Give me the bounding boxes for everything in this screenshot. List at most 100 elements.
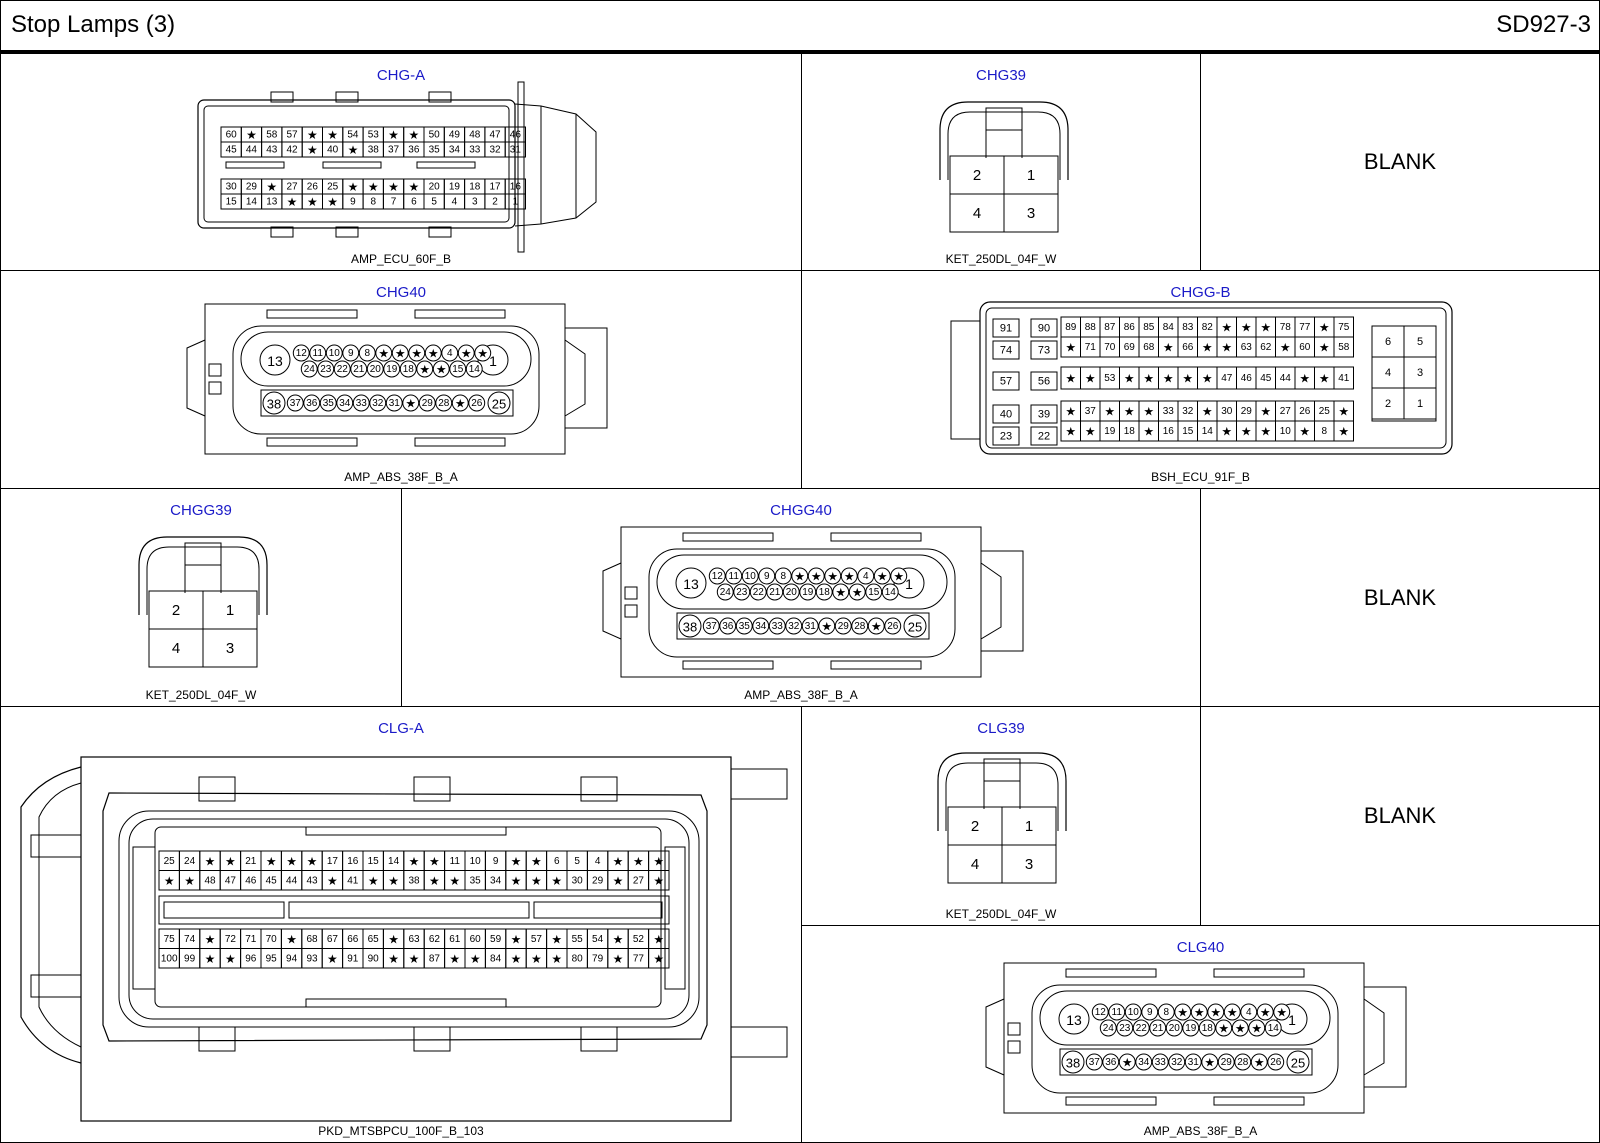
pin-circle <box>774 567 792 585</box>
pin-circle <box>1149 1019 1167 1037</box>
pin-label: ★ <box>1065 425 1076 439</box>
pin-label: 23 <box>736 587 748 598</box>
pin-circle <box>881 583 899 601</box>
pin-label: 24 <box>1103 1023 1115 1034</box>
pin-circle <box>678 614 702 638</box>
housing-outline <box>985 307 1447 449</box>
pin-circle <box>474 344 492 362</box>
pin-label: ★ <box>307 143 318 157</box>
pin-label: 26 <box>1270 1057 1282 1068</box>
housing-outline <box>198 776 236 802</box>
pin-label: ★ <box>436 363 447 377</box>
pin-label: ★ <box>811 570 822 584</box>
housing-outline <box>266 309 358 319</box>
pin-circle <box>1174 1003 1192 1021</box>
pin-circle <box>342 344 360 362</box>
pin-label: 8 <box>370 197 376 208</box>
pin-label: 25 <box>492 397 506 412</box>
pin-label: 17 <box>489 182 501 193</box>
pin-label: ★ <box>395 347 406 361</box>
pin-circle <box>719 617 737 635</box>
pin-label: 13 <box>267 353 283 369</box>
housing-outline <box>335 226 359 238</box>
housing-outline <box>682 660 774 670</box>
pin-label: 29 <box>592 875 604 886</box>
pin-label: 47 <box>489 130 501 141</box>
pin-label: 9 <box>493 856 499 867</box>
pin-label: 36 <box>722 621 734 632</box>
housing-outline <box>208 363 222 377</box>
pin-label: 8 <box>1163 1007 1169 1018</box>
housing-outline <box>20 766 82 1064</box>
pin-label: ★ <box>1194 1006 1205 1020</box>
pin-label: 20 <box>786 587 798 598</box>
pin-circle <box>375 344 393 362</box>
pin-label: 46 <box>1241 373 1253 384</box>
pin-label: 16 <box>347 856 359 867</box>
pin-label: 37 <box>290 398 302 409</box>
pin-label: 66 <box>1182 342 1194 353</box>
pin-label: ★ <box>827 570 838 584</box>
pin-label: 26 <box>307 182 319 193</box>
pin-label: 72 <box>225 934 237 945</box>
pin-circle <box>1234 1053 1252 1071</box>
housing-outline <box>146 546 260 615</box>
housing-outline <box>30 974 82 998</box>
pin-cell <box>504 141 527 158</box>
pin-label: ★ <box>225 952 236 966</box>
pin-label: 26 <box>1299 406 1311 417</box>
housing-outline <box>158 895 670 925</box>
housing-outline <box>184 542 222 566</box>
pin-label: 37 <box>1089 1057 1101 1068</box>
pin-label: 70 <box>266 934 278 945</box>
pin-label: ★ <box>531 874 542 888</box>
pin-circle <box>300 360 318 378</box>
pin-label: 20 <box>429 182 441 193</box>
pin-label: 62 <box>429 934 441 945</box>
pin-label: 16 <box>510 182 522 193</box>
pin-label: 3 <box>1027 205 1035 222</box>
pin-label: 55 <box>572 934 584 945</box>
pin-circle <box>1102 1053 1120 1071</box>
pin-label: 33 <box>469 145 481 156</box>
pin-label: ★ <box>531 854 542 868</box>
pin-label: ★ <box>1260 321 1271 335</box>
pin-cell <box>1333 366 1354 390</box>
pin-label: 46 <box>245 875 257 886</box>
pin-label: 26 <box>887 621 899 632</box>
pin-circle <box>865 583 883 601</box>
pin-label: 60 <box>226 130 238 141</box>
housing-outline <box>980 562 1002 640</box>
pin-label: 71 <box>245 934 257 945</box>
pin-label: 96 <box>245 953 257 964</box>
pin-label: ★ <box>893 570 904 584</box>
pin-circle <box>1217 1053 1235 1071</box>
pin-label: ★ <box>511 952 522 966</box>
pin-circle <box>903 614 927 638</box>
pin-label: 74 <box>1000 345 1012 357</box>
housing-outline <box>1065 968 1157 978</box>
housing-outline <box>138 536 268 615</box>
pin-label: ★ <box>1202 405 1213 419</box>
pin-label: 35 <box>470 875 482 886</box>
housing-outline <box>197 99 516 229</box>
pin-label: 5 <box>431 197 437 208</box>
pin-label: 52 <box>633 934 645 945</box>
pin-label: 18 <box>1124 426 1136 437</box>
housing-outline <box>947 111 1061 180</box>
pin-label: 15 <box>226 197 238 208</box>
pin-label: ★ <box>852 586 863 600</box>
pin-circle <box>333 360 351 378</box>
pin-label: 70 <box>1104 342 1116 353</box>
pin-label: ★ <box>411 347 422 361</box>
pin-circle <box>449 360 467 378</box>
pin-label: 93 <box>306 953 318 964</box>
pin-cell <box>1030 340 1058 360</box>
pin-label: 31 <box>1188 1057 1200 1068</box>
pin-label: ★ <box>1202 341 1213 355</box>
